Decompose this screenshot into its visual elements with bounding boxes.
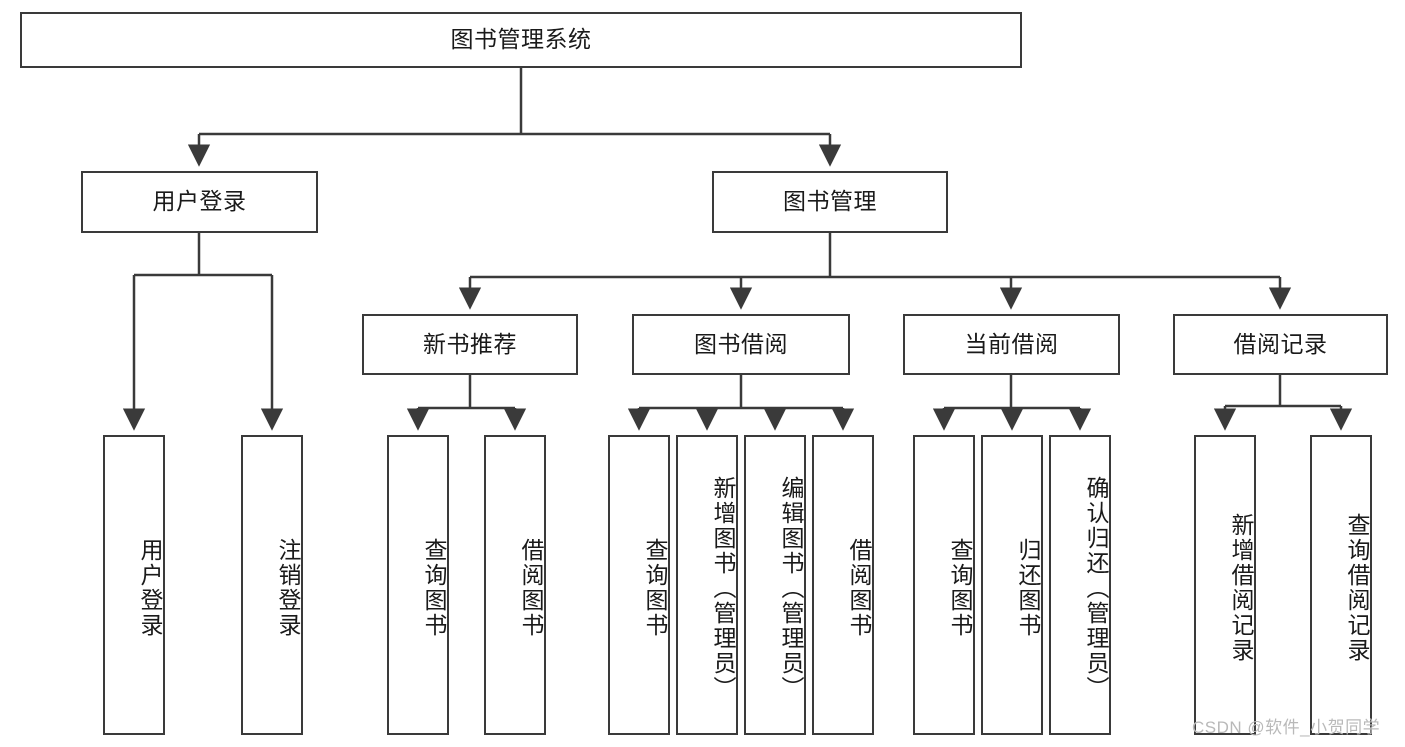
node-label: 借阅图书: [518, 538, 544, 638]
leaf-user-login[interactable]: 用户登录: [103, 435, 165, 735]
node-label: 用户登录: [152, 188, 247, 215]
node-label: 借阅图书: [846, 538, 872, 638]
leaf-edit-book-admin[interactable]: 编辑图书（管理员）: [744, 435, 806, 735]
node-new-book-recommend[interactable]: 新书推荐: [362, 314, 578, 375]
node-current-borrow[interactable]: 当前借阅: [903, 314, 1120, 375]
node-label: 查询借阅记录: [1344, 513, 1370, 663]
leaf-logout[interactable]: 注销登录: [241, 435, 303, 735]
node-label: 当前借阅: [964, 330, 1059, 357]
leaf-borrow-book-recommend[interactable]: 借阅图书: [484, 435, 546, 735]
node-label: 确认归还（管理员）: [1083, 475, 1109, 701]
node-label: 图书管理系统: [450, 26, 592, 53]
leaf-query-book-recommend[interactable]: 查询图书: [387, 435, 449, 735]
leaf-query-book-borrow[interactable]: 查询图书: [608, 435, 670, 735]
csdn-watermark: CSDN @软件_小贺同学: [1192, 718, 1381, 737]
node-root-system[interactable]: 图书管理系统: [20, 12, 1022, 68]
node-label: 图书管理: [783, 188, 877, 215]
leaf-return-book[interactable]: 归还图书: [981, 435, 1043, 735]
node-book-borrow[interactable]: 图书借阅: [632, 314, 850, 375]
node-label: 编辑图书（管理员）: [778, 475, 804, 701]
node-user-login[interactable]: 用户登录: [81, 171, 318, 233]
node-label: 借阅记录: [1233, 330, 1328, 357]
node-borrow-record[interactable]: 借阅记录: [1173, 314, 1388, 375]
node-label: 查询图书: [642, 538, 668, 638]
node-label: 图书借阅: [694, 330, 788, 357]
node-label: 新书推荐: [423, 330, 517, 357]
node-label: 用户登录: [137, 538, 163, 638]
leaf-add-borrow-record[interactable]: 新增借阅记录: [1194, 435, 1256, 735]
leaf-add-book-admin[interactable]: 新增图书（管理员）: [676, 435, 738, 735]
leaf-confirm-return-admin[interactable]: 确认归还（管理员）: [1049, 435, 1111, 735]
node-label: 查询图书: [947, 538, 973, 638]
node-label: 归还图书: [1015, 538, 1041, 638]
node-label: 新增图书（管理员）: [710, 475, 736, 701]
node-label: 注销登录: [275, 538, 301, 638]
leaf-query-borrow-record[interactable]: 查询借阅记录: [1310, 435, 1372, 735]
leaf-borrow-book[interactable]: 借阅图书: [812, 435, 874, 735]
node-book-management[interactable]: 图书管理: [712, 171, 948, 233]
node-label: 查询图书: [421, 538, 447, 638]
leaf-query-book-current[interactable]: 查询图书: [913, 435, 975, 735]
node-label: 新增借阅记录: [1228, 513, 1254, 663]
